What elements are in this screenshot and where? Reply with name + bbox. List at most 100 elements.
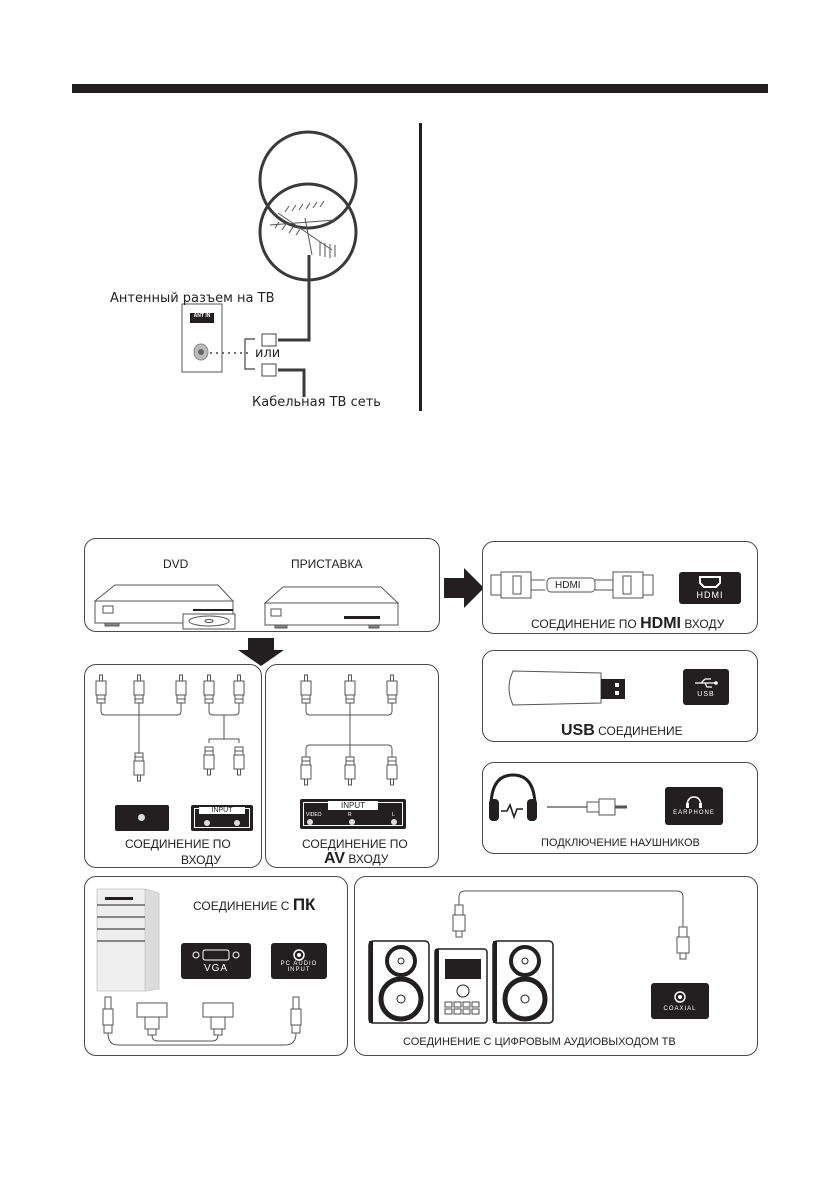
arrow-down-icon [238,638,284,666]
hdmi-port-icon [699,576,721,588]
component-video-port-badge [115,805,169,831]
rca-plug-icon [344,756,356,786]
usb-caption-bold: USB [561,722,595,739]
arrow-right-icon [444,568,484,608]
pc-caption-prefix: СОЕДИНЕНИЕ С [193,899,290,913]
earphone-symbol-icon [686,796,702,808]
cable-tv-network-label: Кабельная ТВ сеть [252,395,381,410]
hdmi-caption-bold: HDMI [640,615,681,632]
coaxial-caption: СОЕДИНЕНИЕ С ЦИФРОВЫМ АУДИОВЫХОДОМ ТВ [403,1036,676,1048]
dvd-player-icon [93,584,236,630]
hdmi-port-badge: HDMI [679,572,741,604]
av-input-label: INPUT [328,801,378,810]
sources-panel: DVD ПРИСТАВКА [84,538,440,632]
av-caption-line2: AV ВХОДУ [324,850,388,868]
earphone-port-label: EARPHONE [673,810,715,816]
rca-plug-icon [344,674,356,704]
rca-plug-icon [175,674,187,704]
audio-receiver-icon [434,948,488,1024]
antenna-illustration [181,130,358,397]
rca-plug-icon [233,746,245,776]
av-panel: INPUT VIDEO R L СОЕДИНЕНИЕ ПО AV ВХОДУ [265,664,439,868]
headphones-icon [489,773,537,821]
rca-plug-icon [133,674,145,704]
rca-plug-icon [386,756,398,786]
earphone-caption: ПОДКЛЮЧЕНИЕ НАУШНИКОВ [541,837,700,849]
earphone-port-badge: EARPHONE [665,787,723,825]
coaxial-cable-icon [452,890,690,960]
pc-cables-icon [102,996,302,1046]
av-l-label: L [392,812,395,818]
hdmi-panel: HDMI HDMI СОЕДИНЕНИЕ ПО HDMI ВХОДУ [482,541,758,634]
antenna-cable [278,255,311,342]
vga-connector-icon [192,949,240,960]
ant-in-badge [190,313,214,323]
coaxial-port-badge: COAXIAL [651,983,709,1019]
column-divider [419,123,422,411]
antenna-icon [269,200,336,258]
rca-plug-icon [203,674,215,704]
or-label: или [255,346,281,361]
dvd-label: DVD [163,557,189,571]
earphone-plug-icon [547,798,627,816]
hdmi-caption-prefix: СОЕДИНЕНИЕ ПО [531,617,637,631]
tv-network-cable [278,368,306,397]
pc-audio-label-line1: PC AUDIO [280,961,318,967]
av-input-badge: INPUT VIDEO R L [300,799,406,829]
rca-plug-icon [386,674,398,704]
f-connector-top [261,333,277,347]
av-caption-bold: AV [324,850,346,867]
component-cables-icon [95,674,245,782]
component-audio-input-badge: INPUT [191,805,253,831]
coaxial-port-label: COAXIAL [663,1005,697,1012]
component-caption-line2: ВХОДУ [181,853,222,867]
coaxial-jack-icon [674,990,686,1003]
pc-caption-bold: ПК [292,895,316,914]
hdmi-cable-icon [490,571,654,599]
vga-label: VGA [203,962,229,974]
component-input-label: INPUT [199,807,245,814]
rca-plug-icon [233,674,245,704]
usb-symbol-icon [695,677,718,688]
hdmi-cable-label: HDMI [555,580,581,591]
speaker-right-icon [492,940,554,1024]
pc-tower-icon [96,888,160,992]
set-top-box-label: ПРИСТАВКА [291,557,363,571]
rca-plug-icon [300,674,312,704]
usb-caption: USB СОЕДИНЕНИЕ [561,722,683,740]
pc-caption: СОЕДИНЕНИЕ С ПК [193,895,315,915]
usb-flash-drive-icon [508,670,625,706]
av-caption-suffix: ВХОДУ [348,852,389,866]
earphone-panel: EARPHONE ПОДКЛЮЧЕНИЕ НАУШНИКОВ [482,762,758,854]
cable-line [305,744,393,757]
rca-plug-icon [133,752,145,782]
audio-jack-icon [293,949,305,961]
av-video-label: VIDEO [306,812,322,818]
cable-line [100,703,182,716]
pc-audio-label-line2: INPUT [287,967,311,973]
speaker-left-icon [368,940,430,1024]
component-caption-line1: СОЕДИНЕНИЕ ПО [125,837,231,851]
cable-line [208,703,240,716]
hdmi-caption: СОЕДИНЕНИЕ ПО HDMI ВХОДУ [531,615,724,633]
antenna-diagram: Антенный разъем на ТВ ANT IN или Кабельн… [100,130,420,410]
header-rule [72,84,768,93]
rca-plug-icon [95,674,107,704]
component-panel: INPUT СОЕДИНЕНИЕ ПО ВХОДУ [84,664,262,868]
av-caption-line1: СОЕДИНЕНИЕ ПО [302,837,408,851]
set-top-box-icon [263,586,400,629]
cable-line [208,738,240,743]
usb-port-badge: USB [683,669,729,705]
usb-caption-suffix: СОЕДИНЕНИЕ [598,724,683,738]
pc-panel: СОЕДИНЕНИЕ С ПК VGA PC AUDIO INPUT [84,876,348,1056]
f-connector-bottom [261,363,277,377]
usb-panel: USB USB СОЕДИНЕНИЕ [482,650,758,742]
av-r-label: R [348,812,352,818]
tv-antenna-socket-label: Антенный разъем на ТВ [110,291,275,306]
ant-in-text: ANT IN [193,313,211,319]
av-cables-icon [300,674,398,786]
coaxial-panel: COAXIAL СОЕДИНЕНИЕ С ЦИФРОВЫМ АУДИОВЫХОД… [354,876,758,1056]
usb-port-label: USB [697,690,715,698]
vga-port-badge: VGA [181,943,251,979]
pc-audio-port-badge: PC AUDIO INPUT [271,943,327,979]
